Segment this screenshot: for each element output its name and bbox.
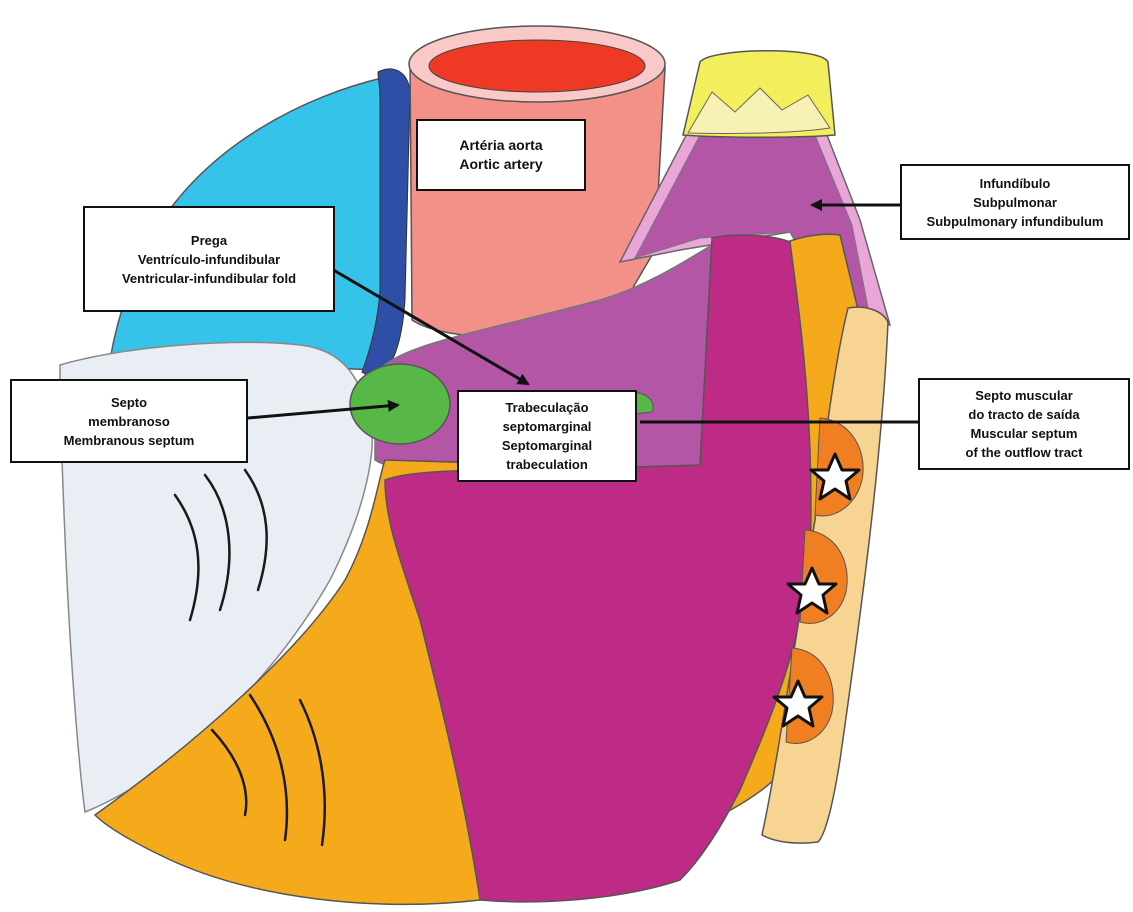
aorta-lumen	[429, 40, 645, 92]
label-muscular-septum-outflow: Septo muscular do tracto de saída Muscul…	[918, 378, 1130, 470]
label-muscular-line1: Septo muscular	[975, 386, 1073, 405]
label-infund-line2: Subpulmonar	[973, 193, 1057, 212]
label-ventricular-infundibular-fold: Prega Ventrículo-infundibular Ventricula…	[83, 206, 335, 312]
label-infund-line3: Subpulmonary infundibulum	[927, 212, 1104, 231]
label-membranous-line2: membranoso	[88, 412, 170, 431]
label-fold-line2: Ventrículo-infundibular	[138, 250, 280, 269]
label-trab-line4: trabeculation	[506, 455, 588, 474]
label-septomarginal-trabeculation: Trabeculação septomarginal Septomarginal…	[457, 390, 637, 482]
label-trab-line1: Trabeculação	[505, 398, 588, 417]
label-fold-line1: Prega	[191, 231, 227, 250]
label-muscular-line4: of the outflow tract	[966, 443, 1083, 462]
label-membranous-septum: Septo membranoso Membranous septum	[10, 379, 248, 463]
membranous-septum	[350, 364, 450, 444]
label-aorta-line1: Artéria aorta	[459, 136, 542, 155]
label-infund-line1: Infundíbulo	[980, 174, 1051, 193]
label-trab-line2: septomarginal	[503, 417, 592, 436]
label-aortic-artery: Artéria aorta Aortic artery	[416, 119, 586, 191]
label-aorta-line2: Aortic artery	[459, 155, 542, 174]
label-membranous-line1: Septo	[111, 393, 147, 412]
label-trab-line3: Septomarginal	[502, 436, 592, 455]
label-muscular-line3: Muscular septum	[971, 424, 1078, 443]
label-muscular-line2: do tracto de saída	[968, 405, 1079, 424]
label-membranous-line3: Membranous septum	[64, 431, 195, 450]
label-subpulmonary-infundibulum: Infundíbulo Subpulmonar Subpulmonary inf…	[900, 164, 1130, 240]
label-fold-line3: Ventricular-infundibular fold	[122, 269, 296, 288]
